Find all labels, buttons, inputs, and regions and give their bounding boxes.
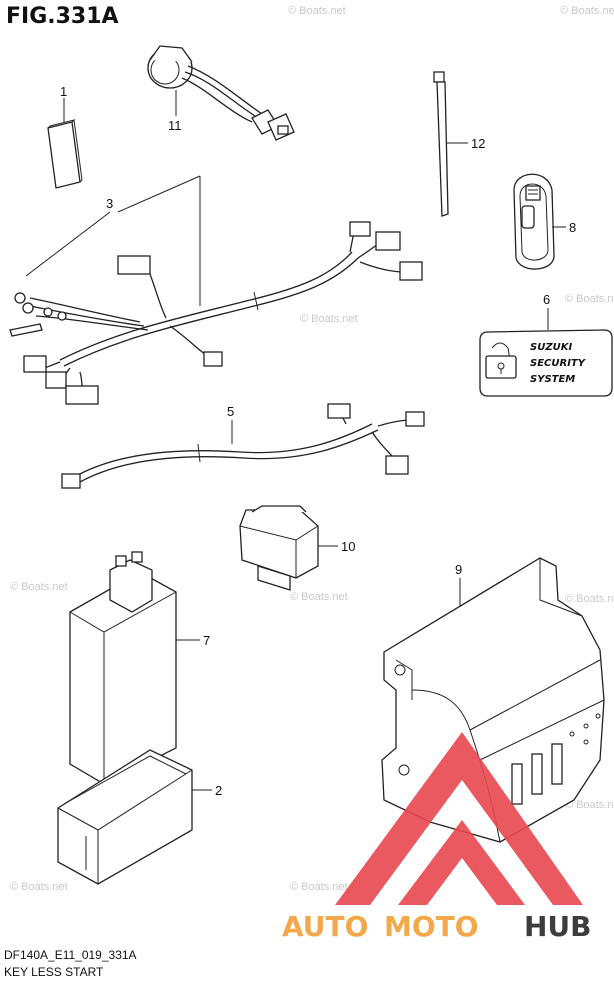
part-3-wire-harness[interactable]: 3 bbox=[9, 175, 423, 405]
callout-12: 12 bbox=[471, 136, 485, 151]
security-label-line2: SECURITY bbox=[530, 358, 587, 369]
brand-part-hub: HUB bbox=[524, 910, 592, 943]
part-2-holder[interactable]: 2 bbox=[57, 749, 222, 885]
watermark-3: © Boats.net bbox=[300, 313, 358, 325]
callout-6: 6 bbox=[543, 292, 550, 307]
callout-9: 9 bbox=[455, 562, 462, 577]
figure-code: DF140A_E11_019_331A bbox=[4, 948, 137, 962]
brand-part-moto: MOTO bbox=[384, 910, 479, 943]
part-5-cable[interactable]: 5 bbox=[61, 403, 425, 489]
brand-part-auto: AUTO bbox=[282, 910, 368, 943]
part-8-key-fob[interactable]: 8 bbox=[513, 173, 576, 270]
figure-description: KEY LESS START bbox=[4, 965, 104, 979]
watermark-6: © Boats.net bbox=[290, 591, 348, 603]
callout-11: 10 bbox=[341, 539, 355, 554]
part-1-card[interactable]: 1 bbox=[47, 84, 83, 189]
callout-5: 5 bbox=[227, 404, 234, 419]
callout-10: 11 bbox=[168, 118, 182, 133]
watermark-9: © Boats.net bbox=[290, 881, 348, 893]
security-label-line1: SUZUKI bbox=[530, 342, 572, 353]
part-6-security-sticker[interactable]: 6 SUZUKI SECURITY SYSTEM bbox=[479, 292, 613, 397]
callout-8: 8 bbox=[569, 220, 576, 235]
watermark-8: © Boats.net bbox=[10, 881, 68, 893]
watermarks: © Boats.net © Boats.net © Boats.net © Bo… bbox=[10, 5, 614, 893]
callout-3: 3 bbox=[106, 196, 113, 211]
watermark-10: © Boats.net bbox=[565, 799, 614, 811]
part-7-control-module[interactable]: 7 bbox=[69, 551, 210, 785]
automotohub-logo: AUTO MOTO HUB bbox=[282, 732, 592, 943]
watermark-7: © Boats.net bbox=[565, 593, 614, 605]
callout-7: 7 bbox=[203, 633, 210, 648]
watermark-2: © Boats.net bbox=[560, 5, 614, 17]
part-11-relay[interactable]: 10 bbox=[239, 505, 355, 591]
security-label-line3: SYSTEM bbox=[530, 374, 575, 385]
watermark-4: © Boats.net bbox=[565, 293, 614, 305]
watermark-1: © Boats.net bbox=[288, 5, 346, 17]
watermark-5: © Boats.net bbox=[10, 581, 68, 593]
part-10-switch[interactable]: 11 bbox=[147, 45, 295, 141]
figure-title: FIG.331A bbox=[6, 4, 119, 29]
callout-2: 2 bbox=[215, 783, 222, 798]
callout-1: 1 bbox=[60, 84, 67, 99]
part-12-cable-tie[interactable]: 12 bbox=[433, 71, 485, 217]
